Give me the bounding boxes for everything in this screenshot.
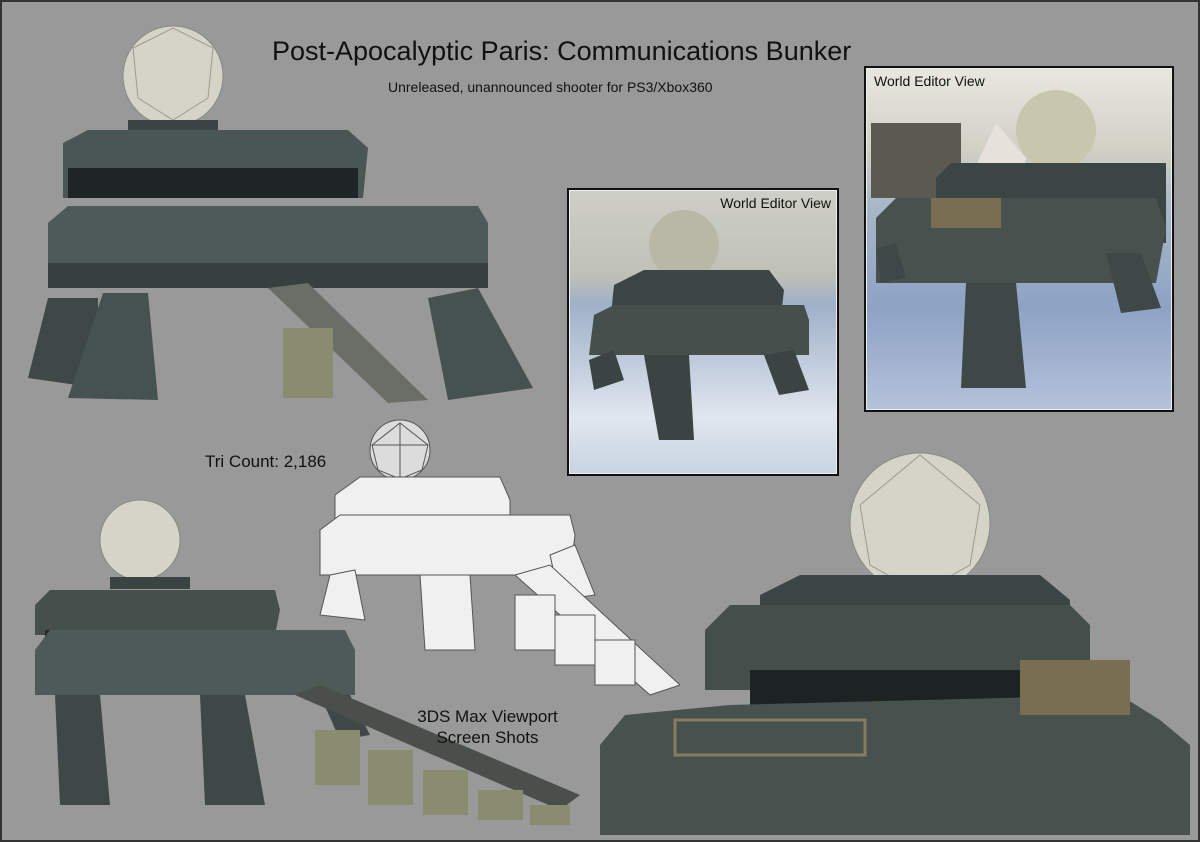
bunker-render-front [28,25,533,403]
bunker-render-closeup [600,452,1190,835]
bunker-render-editor-small [589,210,809,440]
page-subtitle: Unreleased, unannounced shooter for PS3/… [388,79,713,95]
panel-label: World Editor View [874,73,985,89]
viewport-caption-line1: 3DS Max Viewport [417,707,558,726]
page-title: Post-Apocalyptic Paris: Communications B… [272,36,852,66]
world-editor-panel-large: World Editor View [864,66,1174,412]
panel-label: World Editor View [720,195,831,211]
viewport-caption-line2: Screen Shots [436,728,539,747]
bunker-render-textured-small [35,499,580,825]
world-editor-panel-small: World Editor View [567,188,839,476]
bunker-viewport-wireframe [319,419,680,696]
tri-count-label: Tri Count: 2,186 [205,452,327,471]
viewport-caption: 3DS Max Viewport Screen Shots [400,706,575,748]
bunker-render-editor-large [871,90,1166,388]
